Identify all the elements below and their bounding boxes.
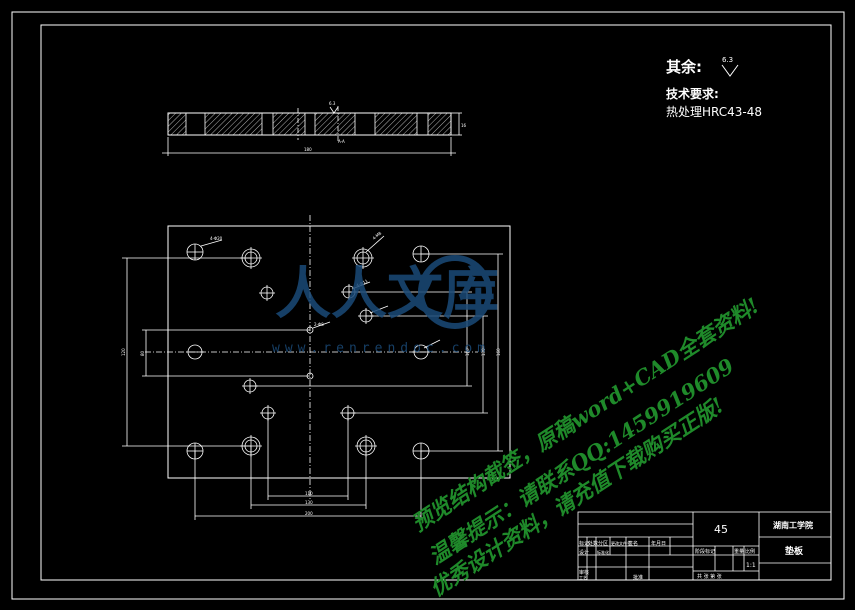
stage-mark: 阶段标记 — [695, 548, 715, 555]
company: 湖南工学院 — [773, 520, 813, 530]
section-detail-label: A-A — [338, 139, 345, 144]
roughness-symbol-icon — [721, 64, 739, 77]
hdr-sign: 签名 — [628, 540, 638, 547]
stage-weight: 重量 — [734, 548, 744, 555]
plan-view — [122, 215, 511, 520]
dim-right-1: 100 — [465, 348, 470, 356]
hdr-count: 处数 — [588, 540, 598, 547]
dim-right-3: 160 — [496, 348, 501, 356]
rest-label: 其余: — [666, 58, 702, 76]
row-approve: 批准 — [633, 574, 643, 581]
hdr-zone: 分区 — [598, 540, 608, 547]
material: 45 — [714, 523, 728, 536]
watermark-logo: 人人文库 www.renrendoc.com — [272, 255, 499, 356]
title-block — [577, 511, 832, 581]
part-name: 垫板 — [785, 545, 804, 557]
sheet-count: 共 张 第 张 — [697, 573, 722, 580]
technical-notes: 其余: 6.3 技术要求: 热处理HRC43-48 — [666, 56, 762, 119]
roughness-value: 6.3 — [722, 56, 733, 64]
dim-bottom-2: 130 — [305, 500, 313, 505]
callout-2: 4-M8 — [371, 230, 382, 241]
logo-url: www.renrendoc.com — [272, 341, 490, 356]
title-block-text: 45 湖南工学院 垫板 1:1 标记 处数 分区 更改文件号 签名 年月日 设计… — [579, 520, 813, 581]
section-view: 6.3 180 16 A-A — [162, 101, 467, 156]
section-roughness-icon — [329, 106, 339, 114]
hdr-mark: 标记 — [579, 540, 589, 547]
outer-border — [11, 11, 845, 600]
hdr-date: 年月日 — [651, 540, 666, 547]
section-roughness: 6.3 — [329, 101, 336, 106]
inner-border — [40, 24, 832, 581]
row-check: 审核 — [579, 569, 589, 576]
dim-left-2: 80 — [140, 350, 145, 356]
stage-scale: 比例 — [745, 548, 755, 555]
hdr-change: 更改文件号 — [611, 540, 631, 546]
logo-text: 人人文库 — [275, 261, 499, 327]
tech-req-title: 技术要求: — [666, 86, 719, 101]
scale: 1:1 — [746, 562, 756, 569]
dim-bottom-3: 200 — [305, 511, 313, 516]
plan-view-labels: 4-Φ20 4-M8 4-Φ11 2-Φ8 110 130 200 120 80… — [121, 230, 501, 516]
callout-4: 2-Φ8 — [314, 322, 324, 327]
heat-treatment-note: 热处理HRC43-48 — [666, 105, 762, 119]
dim-left-1: 120 — [121, 348, 126, 356]
callout-1: 4-Φ20 — [210, 236, 223, 241]
row-process: 工艺 — [579, 575, 587, 580]
dim-right-2: 130 — [481, 348, 486, 356]
row-design: 设计 — [579, 549, 589, 556]
row-standard: 标准化 — [597, 549, 609, 555]
callout-3: 4-Φ11 — [355, 278, 369, 288]
logo-ring-icon — [418, 255, 492, 329]
dim-bottom-1: 110 — [305, 491, 313, 496]
section-thickness-dim: 16 — [461, 123, 467, 128]
section-width-dim: 180 — [304, 147, 312, 152]
